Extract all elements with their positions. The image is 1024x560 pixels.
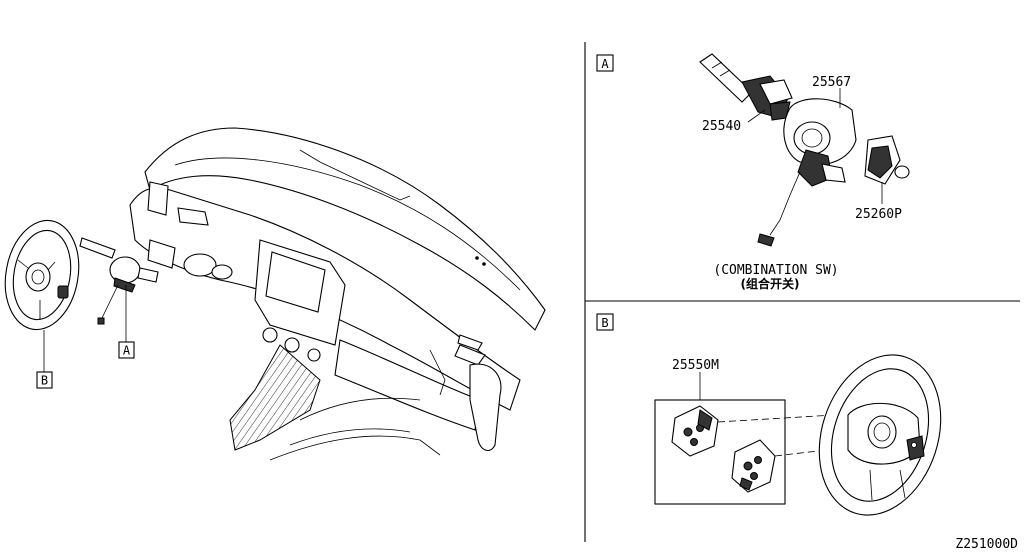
callout-b: B: [36, 371, 53, 389]
steering-wheel-overview: [4, 219, 80, 331]
part-number-25550m: 25550M: [672, 358, 719, 373]
diagram-code: Z251000D: [955, 537, 1018, 552]
part-25540-lever: [699, 53, 793, 121]
section-b-tag: B: [596, 313, 614, 331]
section-a-label: A: [601, 57, 609, 71]
section-a-tag: A: [596, 54, 614, 72]
steering-switch-left: [671, 405, 719, 457]
part-number-25567: 25567: [812, 75, 851, 90]
steering-switch-right: [731, 439, 776, 493]
dashboard-illustration: [129, 127, 546, 461]
section-b-label: B: [601, 316, 608, 330]
part-25260p-switch: [864, 135, 910, 185]
part-number-25260p: 25260P: [855, 207, 902, 222]
caption-combination-sw-cn: (组合开关): [741, 276, 800, 291]
part-number-25540: 25540: [702, 119, 741, 134]
callout-a: A: [118, 341, 135, 359]
caption-combination-sw: (COMBINATION SW): [713, 263, 838, 278]
part-25567-body: [757, 98, 857, 247]
combination-switch-overview: [79, 237, 159, 325]
callout-b-label: B: [41, 374, 48, 388]
panel-dividers: [584, 42, 1020, 542]
part-25550m-box: [654, 399, 786, 505]
steering-wheel-detail: [818, 354, 942, 516]
callout-a-label: A: [123, 344, 131, 358]
